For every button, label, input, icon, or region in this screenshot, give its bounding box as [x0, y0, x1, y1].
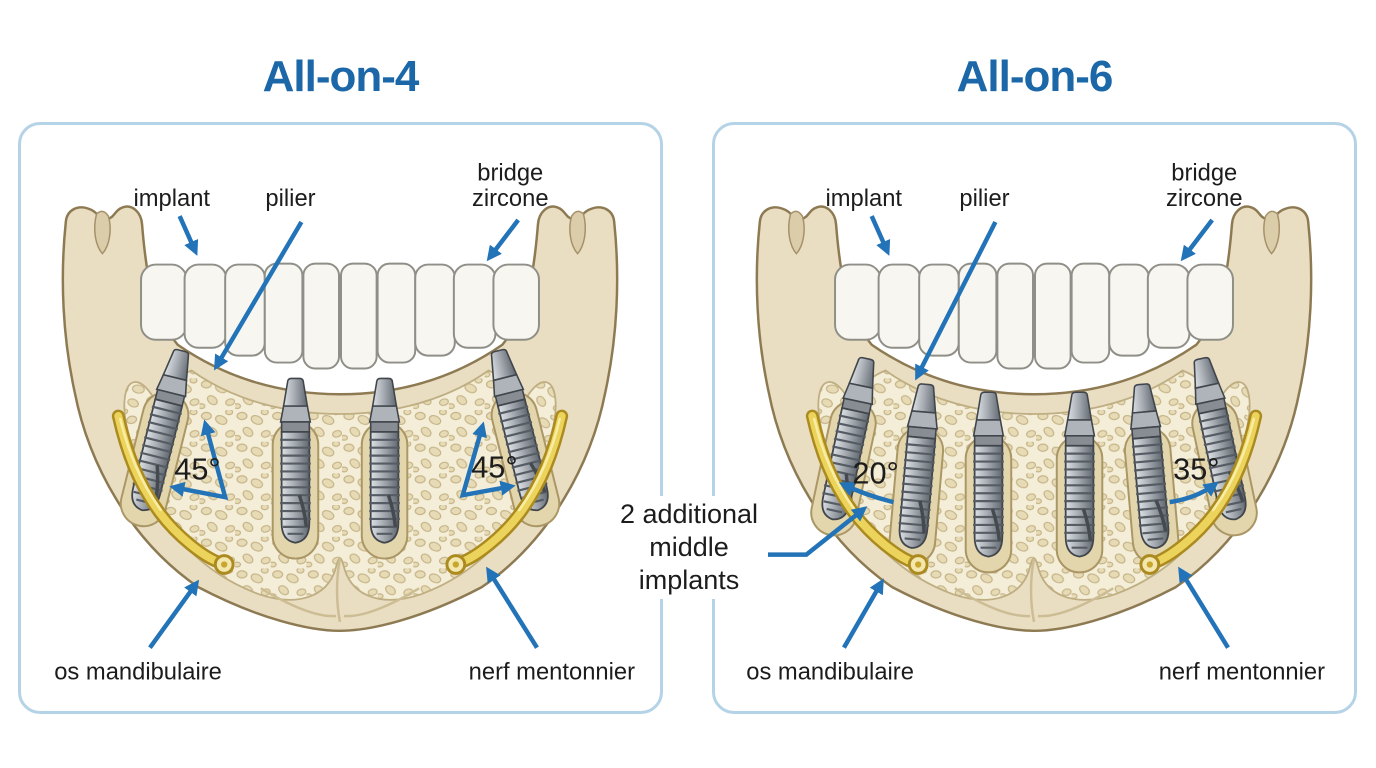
label-implant: implant	[133, 185, 210, 212]
tooth	[183, 263, 228, 349]
mental-nerve-right	[1139, 409, 1263, 575]
tooth	[302, 262, 341, 370]
chin-lobe-right	[1037, 587, 1114, 618]
title-all-on-4: All-on-4	[262, 52, 420, 101]
ramus-groove-right	[1263, 210, 1280, 255]
tooth	[1070, 262, 1111, 364]
annotations: implant pilier bridge zircone 20° 35° os…	[746, 159, 1325, 685]
tooth	[1034, 262, 1072, 370]
chin-midline	[1029, 558, 1036, 623]
label-bridge-line2: zircone	[1166, 185, 1243, 212]
label-nerf-mentonnier: nerf mentonnier	[1159, 658, 1325, 685]
implant-arrow	[869, 215, 891, 256]
middle-implants-note: 2 additional middle implants	[610, 496, 768, 599]
all-on-4-illustration: implant pilier bridge zircone 45° 45° os…	[54, 159, 635, 685]
mental-nerve-right	[445, 409, 569, 575]
tooth	[1186, 263, 1234, 341]
middle-note-line3: implants	[638, 564, 740, 595]
bridge-arrow	[1180, 218, 1214, 262]
tooth	[1108, 263, 1150, 357]
label-bridge-line1: bridge	[477, 159, 543, 186]
label-bridge-line1: bridge	[1171, 159, 1237, 186]
pilier-arrow	[213, 220, 304, 371]
zirconia-bridge	[834, 262, 1234, 370]
label-os-mandibulaire: os mandibulaire	[746, 658, 914, 685]
tooth	[452, 263, 497, 349]
panel-all-on-4: implant pilier bridge zircone 45° 45° os…	[18, 122, 663, 714]
nerf-mentonnier-arrow	[1178, 566, 1230, 649]
label-implant: implant	[825, 185, 902, 212]
os-mandibulaire-arrow	[842, 578, 884, 649]
angle-left-annotation	[169, 419, 229, 501]
all-on-6-illustration: implant pilier bridge zircone 20° 35° os…	[746, 159, 1325, 685]
angle-left-value: 20°	[852, 455, 898, 490]
angle-left-annotation	[838, 482, 894, 505]
label-nerf-mentonnier: nerf mentonnier	[469, 658, 635, 685]
angle-right-annotation	[459, 421, 516, 499]
label-pilier: pilier	[959, 185, 1009, 212]
tooth	[340, 262, 378, 370]
middle-implants-connector	[762, 506, 868, 557]
tooth	[877, 263, 922, 349]
zirconia-bridge	[140, 262, 540, 370]
tooth	[834, 263, 882, 341]
middle-note-line2: middle	[649, 531, 729, 562]
label-pilier: pilier	[265, 185, 315, 212]
ramus-groove-left	[788, 210, 805, 255]
nerf-mentonnier-arrow	[486, 566, 539, 649]
label-os-mandibulaire: os mandibulaire	[54, 658, 222, 685]
ramus-groove-left	[94, 210, 111, 255]
tooth	[492, 263, 540, 341]
chin-lobe-left	[260, 587, 337, 618]
title-all-on-6: All-on-6	[956, 52, 1114, 101]
panel-all-on-6: implant pilier bridge zircone 20° 35° os…	[712, 122, 1357, 714]
bridge-arrow	[486, 218, 520, 262]
implant-arrow	[177, 215, 199, 256]
middle-note-line1: 2 additional	[619, 499, 759, 529]
tooth	[376, 262, 417, 364]
angle-right-annotation	[1169, 481, 1219, 505]
angle-right-value: 35°	[1173, 451, 1219, 486]
ramus-groove-right	[569, 210, 586, 255]
os-mandibulaire-arrow	[148, 579, 200, 649]
chin-lobe-left	[954, 587, 1031, 618]
chin-midline	[335, 558, 342, 623]
tooth	[996, 262, 1035, 370]
chin-lobe-right	[343, 587, 420, 618]
mental-nerve-left	[111, 409, 235, 575]
tooth	[414, 263, 456, 357]
tooth	[140, 263, 188, 341]
label-bridge-line2: zircone	[472, 185, 549, 212]
angle-left-value: 45°	[174, 451, 220, 486]
annotations: implant pilier bridge zircone 45° 45° os…	[54, 159, 635, 685]
pilier-arrow	[915, 221, 998, 381]
tooth	[1146, 263, 1191, 349]
angle-right-value: 45°	[471, 449, 517, 484]
